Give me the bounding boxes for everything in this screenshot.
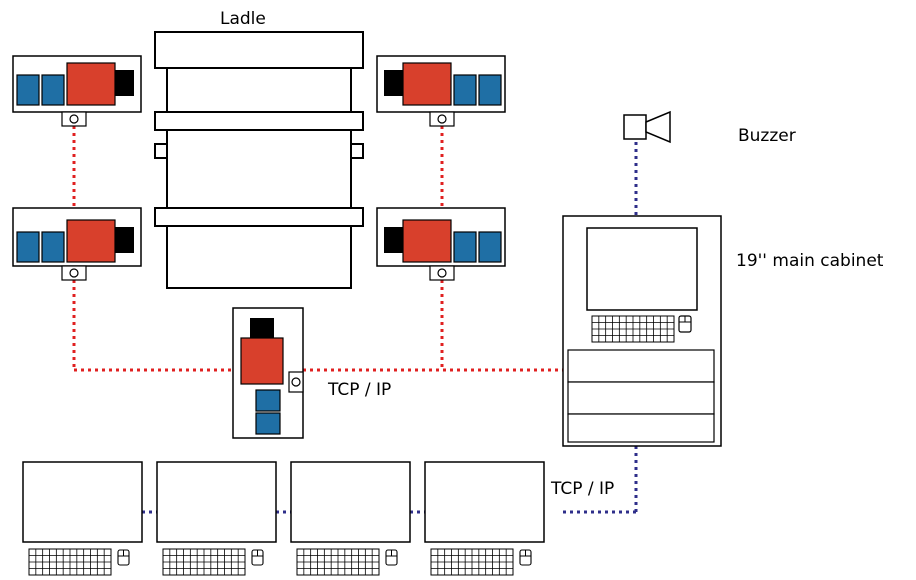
sensor-unit-bottom-left bbox=[12, 207, 142, 281]
keyboard-icon bbox=[430, 548, 514, 576]
sensor-unit-top-left bbox=[12, 55, 142, 127]
workstation-3 bbox=[290, 461, 411, 543]
mouse-icon bbox=[519, 549, 532, 566]
mouse-icon bbox=[251, 549, 264, 566]
keyboard-icon bbox=[591, 315, 675, 343]
buzzer-label: Buzzer bbox=[738, 126, 796, 146]
cabinet-monitor bbox=[586, 227, 698, 311]
sensor-unit-central bbox=[232, 307, 304, 439]
lens-icon bbox=[115, 227, 134, 253]
keyboard-icon bbox=[296, 548, 380, 576]
tcp-ip-label-bottom: TCP / IP bbox=[550, 479, 614, 499]
sensor-unit-bottom-right bbox=[376, 207, 506, 281]
workstation-1 bbox=[22, 461, 143, 543]
workstation-4 bbox=[424, 461, 545, 543]
main-cabinet bbox=[562, 215, 722, 447]
lens-icon bbox=[384, 70, 403, 96]
keyboard-icon bbox=[162, 548, 246, 576]
camera-network bbox=[72, 126, 563, 372]
lens-icon bbox=[384, 227, 403, 253]
mouse-icon bbox=[117, 549, 130, 566]
ladle-label: Ladle bbox=[220, 9, 266, 29]
lens-icon bbox=[115, 70, 134, 96]
keyboard-icon bbox=[28, 548, 112, 576]
lens-icon bbox=[250, 318, 274, 338]
sensor-unit-top-right bbox=[376, 55, 506, 127]
speaker-icon bbox=[623, 110, 671, 144]
mouse-icon bbox=[385, 549, 398, 566]
tcp-ip-label-top: TCP / IP bbox=[327, 380, 391, 400]
ladle bbox=[154, 31, 364, 289]
keyboard-icon bbox=[591, 315, 675, 343]
control-network bbox=[142, 142, 638, 514]
cabinet-label: 19'' main cabinet bbox=[736, 251, 884, 271]
workstation-2 bbox=[156, 461, 277, 543]
